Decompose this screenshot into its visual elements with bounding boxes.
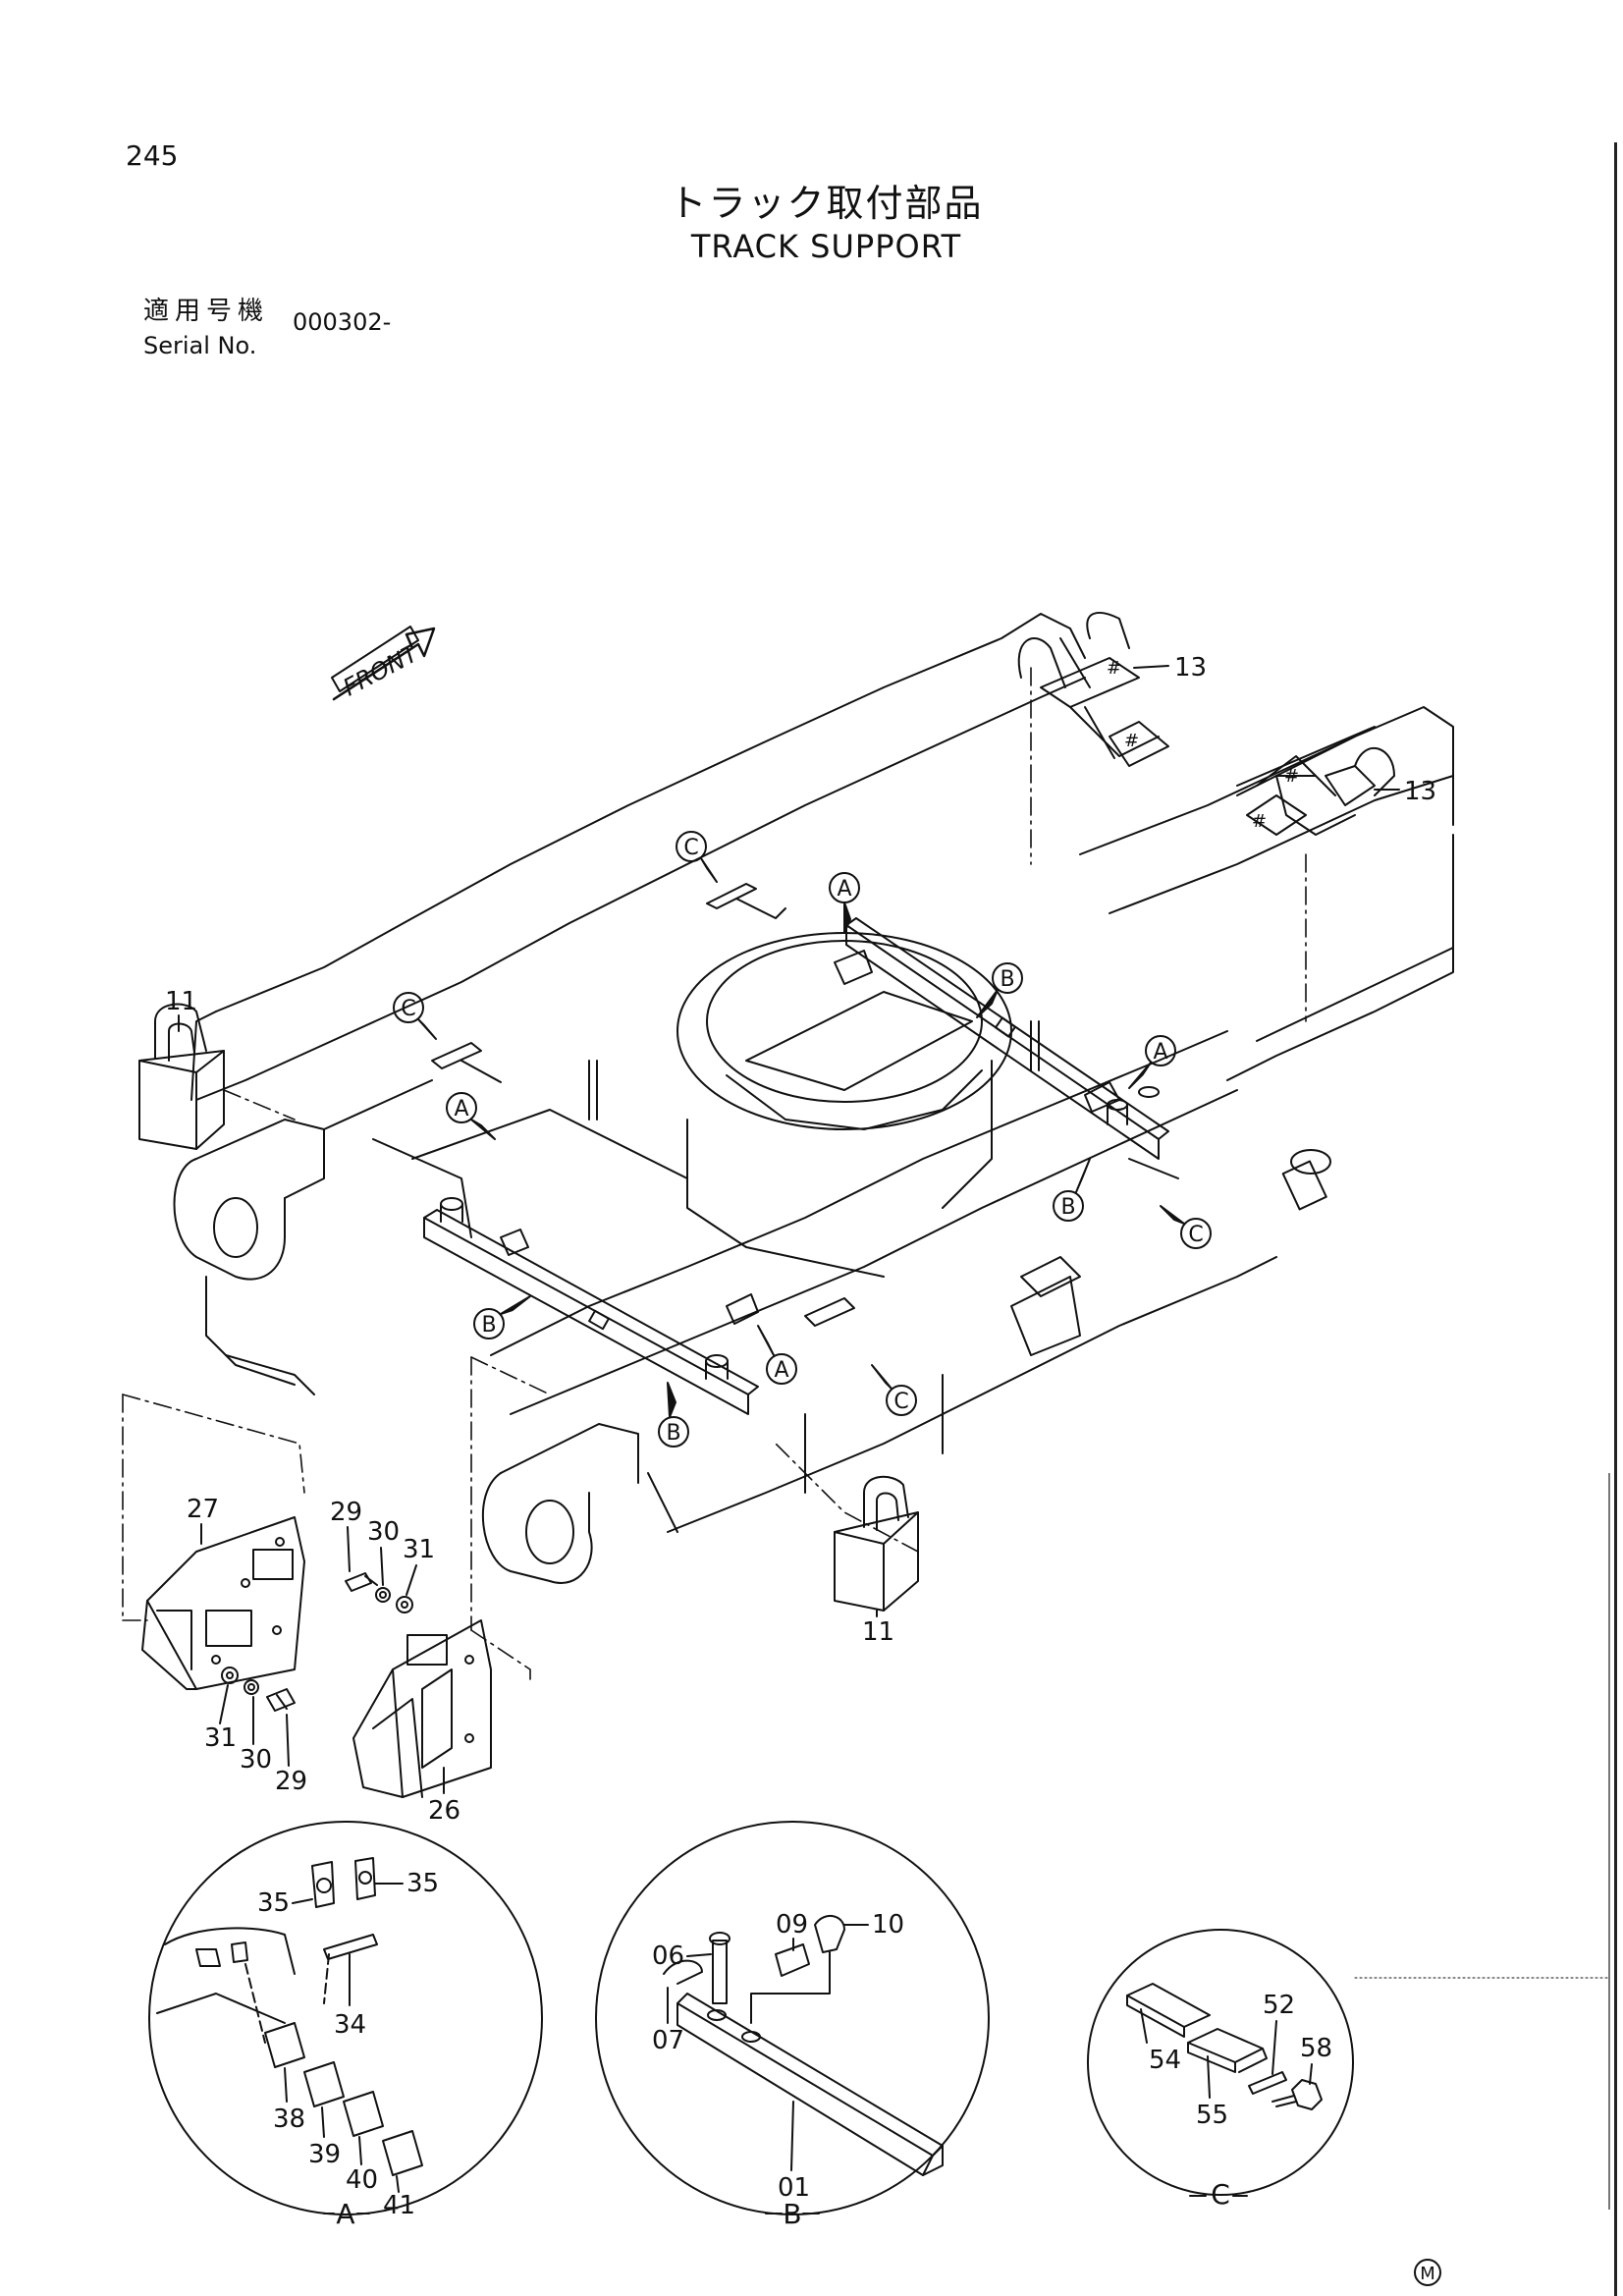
callout-54: 54 (1149, 2046, 1181, 2075)
corner-mark-label: M (1420, 2264, 1435, 2284)
svg-text:A: A (1153, 1040, 1167, 1065)
callout-31-lower: 31 (204, 1723, 237, 1753)
track-frame-drawing (173, 613, 1454, 1584)
bracket-a-drawings (500, 950, 1120, 1325)
svg-text:C: C (683, 836, 698, 860)
callout-31-lower-leader (219, 1684, 229, 1724)
track-guide-13-upper: # # (1017, 612, 1169, 767)
callout-38: 38 (273, 2105, 305, 2134)
svg-text:C: C (893, 1390, 908, 1414)
callout-29-upper: 29 (330, 1498, 362, 1527)
page-edge-rule-inner (1608, 1473, 1610, 2210)
marker-b-3: B (473, 1295, 531, 1339)
corner-mark-icon: M (1414, 2259, 1441, 2286)
marker-a-2: A (1128, 1035, 1176, 1089)
guard-block-11-left (138, 1003, 225, 1150)
marker-c-1: C (676, 831, 718, 883)
svg-text:B: B (1000, 967, 1014, 992)
svg-text:#: # (1252, 811, 1267, 832)
svg-text:A: A (454, 1097, 468, 1121)
svg-text:B: B (666, 1421, 680, 1446)
marker-b-1: B (976, 962, 1023, 1018)
svg-text:26: 26 (428, 1796, 460, 1826)
detail-label-c: C (1211, 2178, 1230, 2211)
marker-c-4: C (871, 1364, 917, 1416)
front-arrow-icon: FRONT (331, 626, 436, 701)
svg-text:11: 11 (165, 987, 197, 1016)
callout-11-left: 11 (165, 987, 197, 1032)
marker-b-2: B (1053, 1158, 1091, 1222)
callout-30-upper-leader (380, 1547, 384, 1586)
callout-07: 07 (652, 2026, 684, 2055)
leader-lines (122, 667, 1307, 1680)
callout-31-upper-leader (406, 1564, 417, 1596)
svg-text:13: 13 (1174, 653, 1207, 683)
callout-55: 55 (1196, 2101, 1228, 2130)
callout-31-upper: 31 (403, 1535, 435, 1564)
svg-text:#: # (1284, 766, 1299, 787)
callout-35-right: 35 (406, 1869, 439, 1898)
svg-text:#: # (1124, 731, 1139, 751)
track-guard-bar-lower (423, 1197, 759, 1415)
track-guide-13-right: # # (1236, 746, 1395, 836)
svg-text:A: A (837, 877, 851, 902)
callout-13-upper: 13 (1133, 653, 1207, 683)
page-edge-rule (1614, 142, 1617, 2296)
callout-29-lower: 29 (275, 1767, 307, 1796)
callout-10: 10 (872, 1910, 904, 1940)
svg-text:27: 27 (187, 1495, 219, 1524)
callout-06: 06 (652, 1941, 684, 1971)
marker-a-1: A (829, 872, 860, 934)
callout-39: 39 (308, 2140, 341, 2169)
callout-40: 40 (346, 2165, 378, 2195)
svg-text:#: # (1107, 658, 1121, 679)
serial-label-japanese: 適用号機 (143, 297, 270, 326)
guard-block-11-right (834, 1475, 919, 1612)
callout-52: 52 (1263, 1991, 1295, 2020)
detail-view-a: 35 35 34 38 39 40 41 A (148, 1821, 543, 2230)
front-label: FRONT (339, 638, 425, 701)
svg-text:C: C (401, 997, 415, 1021)
callout-30-upper: 30 (367, 1517, 400, 1547)
callout-29-lower-leader (286, 1714, 290, 1767)
detail-label-b: B (783, 2198, 801, 2230)
detail-view-c: 54 55 52 58 C (1087, 1929, 1354, 2211)
page-number: 245 (126, 139, 179, 172)
svg-text:13: 13 (1404, 777, 1436, 806)
svg-text:11: 11 (862, 1617, 894, 1647)
callout-26: 26 (428, 1767, 460, 1826)
serial-label-english: Serial No. (143, 332, 257, 359)
callout-35-left: 35 (257, 1888, 290, 1918)
marker-b-4: B (658, 1382, 689, 1448)
svg-text:A: A (774, 1358, 788, 1383)
svg-text:C: C (1188, 1223, 1203, 1247)
callout-41: 41 (383, 2191, 415, 2220)
serial-number-value: 000302- (293, 308, 392, 336)
detail-view-b: 06 07 09 10 01 B (595, 1821, 990, 2230)
detail-label-a: A (336, 2198, 354, 2230)
bracket-c-drawings (431, 883, 1179, 1327)
marker-a-3: A (446, 1092, 496, 1140)
bolt-washer-set-lower (221, 1667, 296, 1712)
marker-a-4: A (757, 1325, 797, 1385)
callout-11-right: 11 (862, 1610, 894, 1647)
bolt-washer-set-upper (345, 1572, 413, 1613)
callout-13-right: 13 (1374, 777, 1436, 806)
callout-29-upper-leader (347, 1526, 351, 1572)
callout-01: 01 (778, 2173, 810, 2203)
page-title-japanese: トラック取付部品 (669, 182, 984, 225)
callout-30-lower: 30 (240, 1745, 272, 1775)
callout-09: 09 (776, 1910, 808, 1940)
marker-c-2: C (393, 992, 437, 1040)
callout-34: 34 (334, 2010, 366, 2040)
guard-plate-27 (141, 1516, 305, 1690)
page-title-english: TRACK SUPPORT (690, 228, 962, 265)
callout-27: 27 (187, 1495, 219, 1545)
svg-text:B: B (481, 1313, 496, 1338)
guard-plate-26 (352, 1619, 492, 1798)
marker-c-3: C (1160, 1205, 1212, 1249)
callout-58: 58 (1300, 2034, 1332, 2063)
svg-text:B: B (1060, 1195, 1075, 1220)
